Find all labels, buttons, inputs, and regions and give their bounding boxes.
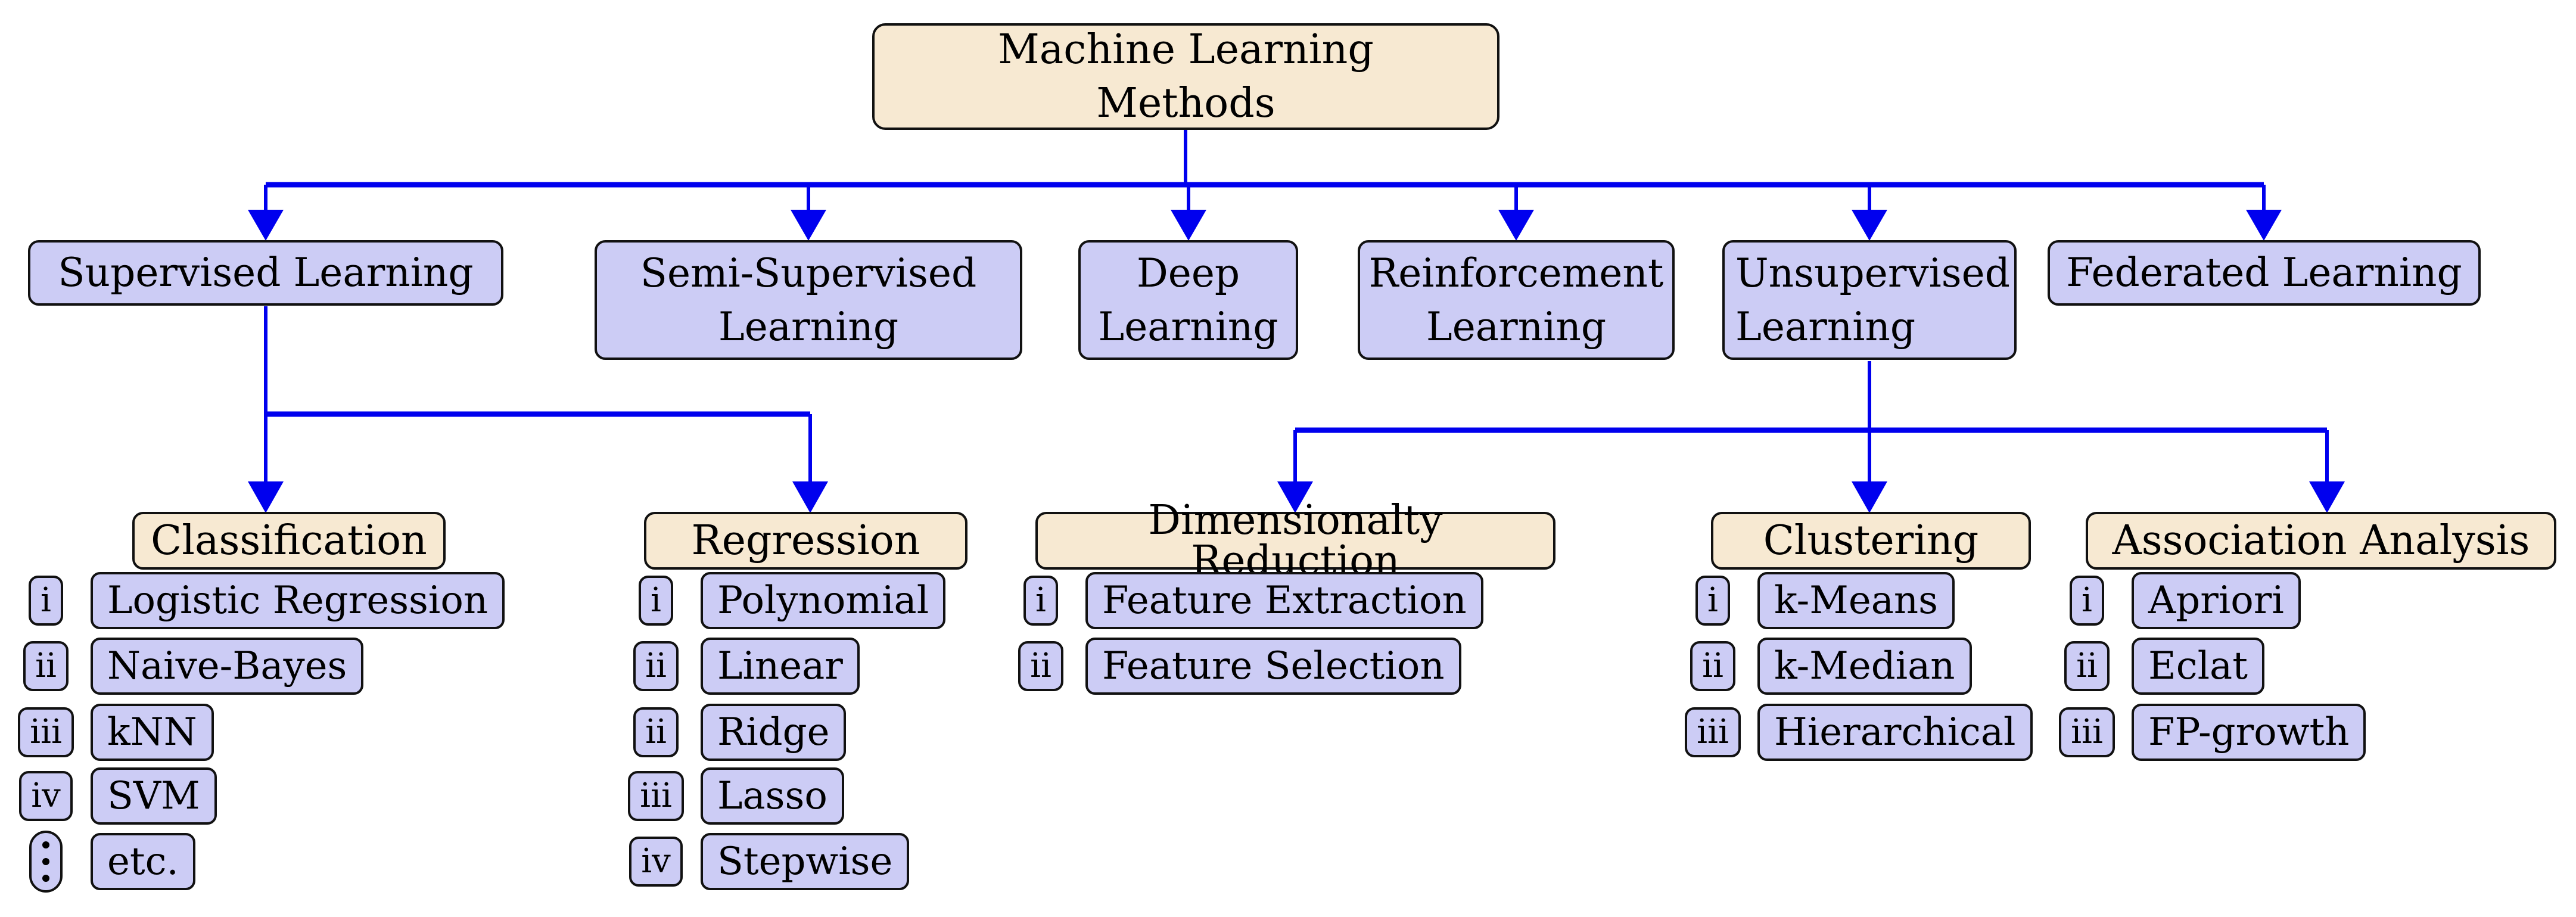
item-label: Hierarchical: [1757, 704, 2033, 761]
item-label: Stepwise: [701, 833, 910, 890]
list-item: i Logistic Regression: [13, 572, 505, 629]
header-label: Dimensionalty Reduction: [1148, 496, 1443, 585]
branch-label: Deep: [1136, 250, 1240, 297]
item-numeral: ii: [633, 641, 679, 691]
list-item: ii Eclat: [2054, 638, 2264, 695]
branch-federated-learning: Federated Learning: [2048, 240, 2481, 306]
item-label: Apriori: [2132, 572, 2301, 629]
branch-label: Learning: [1735, 303, 1916, 350]
item-numeral: i: [29, 576, 63, 626]
ellipsis-dot: [42, 841, 49, 848]
branch-label: Semi-Supervised: [640, 250, 977, 297]
list-item: i k-Means: [1680, 572, 1955, 629]
branch-label: Learning: [718, 303, 899, 350]
list-item: i Apriori: [2054, 572, 2301, 629]
item-numeral: ii: [633, 707, 679, 757]
header-regression: Regression: [644, 512, 967, 570]
branch-deep-learning: Deep Learning: [1078, 240, 1298, 360]
root-node-machine-learning-methods: Machine Learning Methods: [872, 23, 1499, 130]
item-numeral: i: [1695, 576, 1730, 626]
list-item: iii kNN: [13, 704, 214, 761]
list-item: i Polynomial: [623, 572, 946, 629]
item-label: SVM: [91, 767, 217, 825]
header-association-analysis: Association Analysis: [2086, 512, 2556, 570]
list-item: ii k-Median: [1680, 638, 1972, 695]
list-item: iii Hierarchical: [1680, 704, 2033, 761]
list-item: etc.: [13, 831, 195, 893]
branch-reinforcement-learning: Reinforcement Learning: [1358, 240, 1675, 360]
list-item: ii Naive-Bayes: [13, 638, 364, 695]
list-item: ii Linear: [623, 638, 860, 695]
item-numeral: iii: [1685, 707, 1741, 757]
branch-unsupervised-learning: Unsupervised Learning: [1722, 240, 2017, 360]
item-label: Lasso: [701, 767, 844, 825]
item-numeral: iii: [628, 771, 684, 821]
list-item: iv Stepwise: [623, 833, 910, 890]
item-label: etc.: [91, 833, 195, 890]
root-line2: Methods: [1096, 79, 1275, 127]
item-label: Logistic Regression: [91, 572, 505, 629]
item-label: Linear: [701, 638, 860, 695]
branch-label: Reinforcement: [1368, 250, 1664, 297]
item-label: Naive-Bayes: [91, 638, 364, 695]
item-numeral: ii: [1690, 641, 1735, 691]
vertical-ellipsis-badge: [29, 831, 63, 893]
item-label: Feature Extraction: [1085, 572, 1483, 629]
branch-supervised-learning: Supervised Learning: [28, 240, 503, 306]
item-numeral: iii: [2059, 707, 2115, 757]
item-numeral: iv: [19, 771, 73, 821]
header-dimensionality-reduction: Dimensionalty Reduction: [1035, 500, 1555, 581]
branch-label: Supervised Learning: [58, 250, 474, 296]
branch-semi-supervised-learning: Semi-Supervised Learning: [595, 240, 1022, 360]
item-label: Polynomial: [701, 572, 946, 629]
list-item: ii Ridge: [623, 704, 847, 761]
branch-label: Learning: [1098, 303, 1278, 350]
item-label: Eclat: [2132, 638, 2264, 695]
item-label: k-Means: [1757, 572, 1955, 629]
list-item: i Feature Extraction: [1008, 572, 1483, 629]
list-item: iv SVM: [13, 767, 217, 825]
item-numeral: ii: [23, 641, 69, 691]
branch-label: Unsupervised: [1735, 250, 2010, 297]
header-label: Classification: [151, 517, 427, 564]
header-label: Clustering: [1763, 517, 1979, 564]
header-label: Association Analysis: [2112, 517, 2530, 564]
item-label: kNN: [91, 704, 214, 761]
branch-label: Federated Learning: [2066, 250, 2462, 296]
list-item: ii Feature Selection: [1008, 638, 1461, 695]
item-label: Feature Selection: [1085, 638, 1461, 695]
header-classification: Classification: [132, 512, 446, 570]
header-label: Regression: [691, 517, 920, 564]
root-line1: Machine Learning: [998, 26, 1374, 73]
item-numeral: ii: [1018, 641, 1063, 691]
list-item: iii Lasso: [623, 767, 844, 825]
connector-arrowheads: [248, 210, 2345, 513]
connector-strokes: [264, 130, 2329, 485]
branch-label: Learning: [1426, 303, 1607, 350]
item-numeral: iv: [629, 837, 683, 887]
item-numeral: iii: [18, 707, 74, 757]
item-label: Ridge: [701, 704, 847, 761]
item-label: k-Median: [1757, 638, 1972, 695]
ellipsis-dot: [42, 858, 49, 865]
item-numeral: ii: [2064, 641, 2110, 691]
item-numeral: i: [1023, 576, 1058, 626]
item-numeral: i: [639, 576, 673, 626]
list-item: iii FP-growth: [2054, 704, 2366, 761]
item-label: FP-growth: [2132, 704, 2366, 761]
header-clustering: Clustering: [1711, 512, 2031, 570]
ellipsis-dot: [42, 875, 49, 882]
item-numeral: i: [2070, 576, 2104, 626]
